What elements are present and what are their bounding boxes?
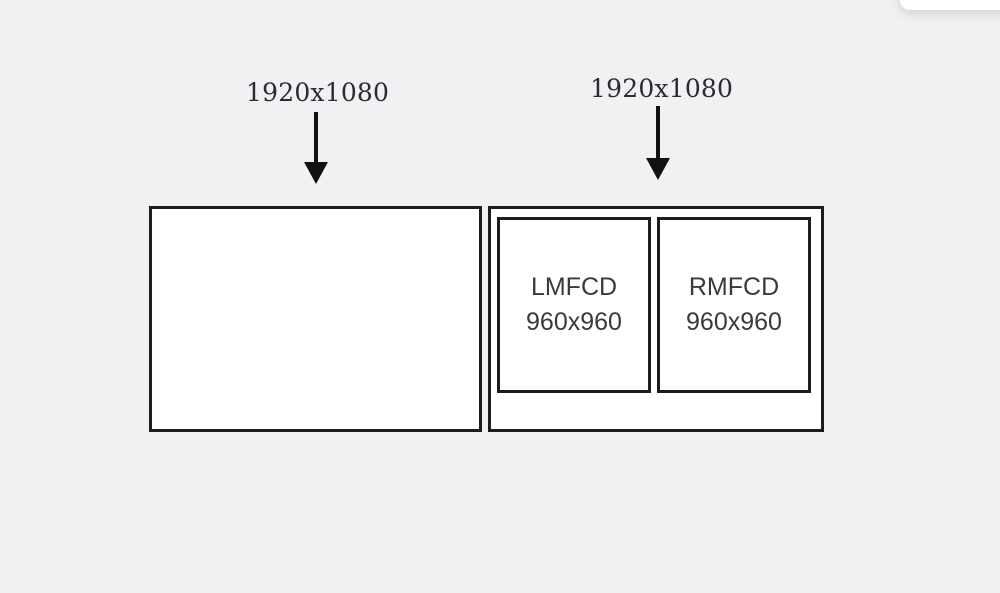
partially-visible-white-panel[interactable] <box>900 0 1000 10</box>
lmfcd-resolution: 960x960 <box>526 308 622 336</box>
secondary-display-box[interactable]: LMFCD 960x960 RMFCD 960x960 <box>488 206 824 432</box>
primary-display-box[interactable] <box>149 206 482 432</box>
rmfcd-name: RMFCD <box>688 273 780 301</box>
arrow-stem <box>314 112 318 164</box>
secondary-resolution-label: 1920x1080 <box>590 74 734 103</box>
lmfcd-name: LMFCD <box>530 273 618 301</box>
rmfcd-resolution: 960x960 <box>686 308 782 336</box>
lmfcd-panel[interactable]: LMFCD 960x960 <box>497 217 651 393</box>
arrow-stem <box>656 106 660 160</box>
primary-resolution-label: 1920x1080 <box>246 78 390 107</box>
rmfcd-panel[interactable]: RMFCD 960x960 <box>657 217 811 393</box>
arrow-head <box>646 158 670 180</box>
arrow-head <box>304 162 328 184</box>
